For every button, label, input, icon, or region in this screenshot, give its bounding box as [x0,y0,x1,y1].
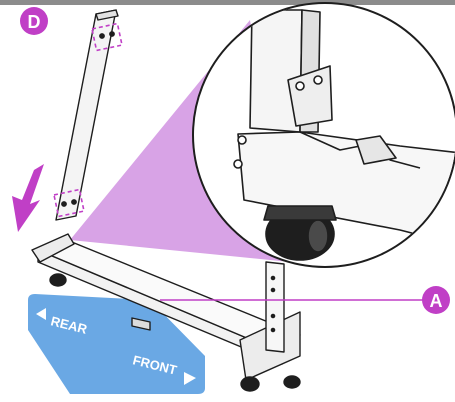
rear-arrow-icon [36,308,46,320]
callout-a: A [422,286,450,314]
front-arrow-icon [184,372,196,385]
stand-base [31,233,301,392]
upright-leg [53,9,123,221]
callout-d: D [20,7,48,35]
top-screw-area [91,22,123,52]
floor-band-shape [28,294,205,394]
callout-a-label: A [430,291,443,311]
right-caster-front [240,376,260,392]
floor-direction-band: REAR FRONT [28,294,205,394]
magnified-detail [192,2,455,268]
bottom-screw-area [53,188,85,218]
left-caster [49,273,67,287]
down-arrow-icon [12,164,44,232]
callout-d-label: D [28,12,41,32]
right-caster-back [283,375,301,389]
top-rule [0,0,455,5]
